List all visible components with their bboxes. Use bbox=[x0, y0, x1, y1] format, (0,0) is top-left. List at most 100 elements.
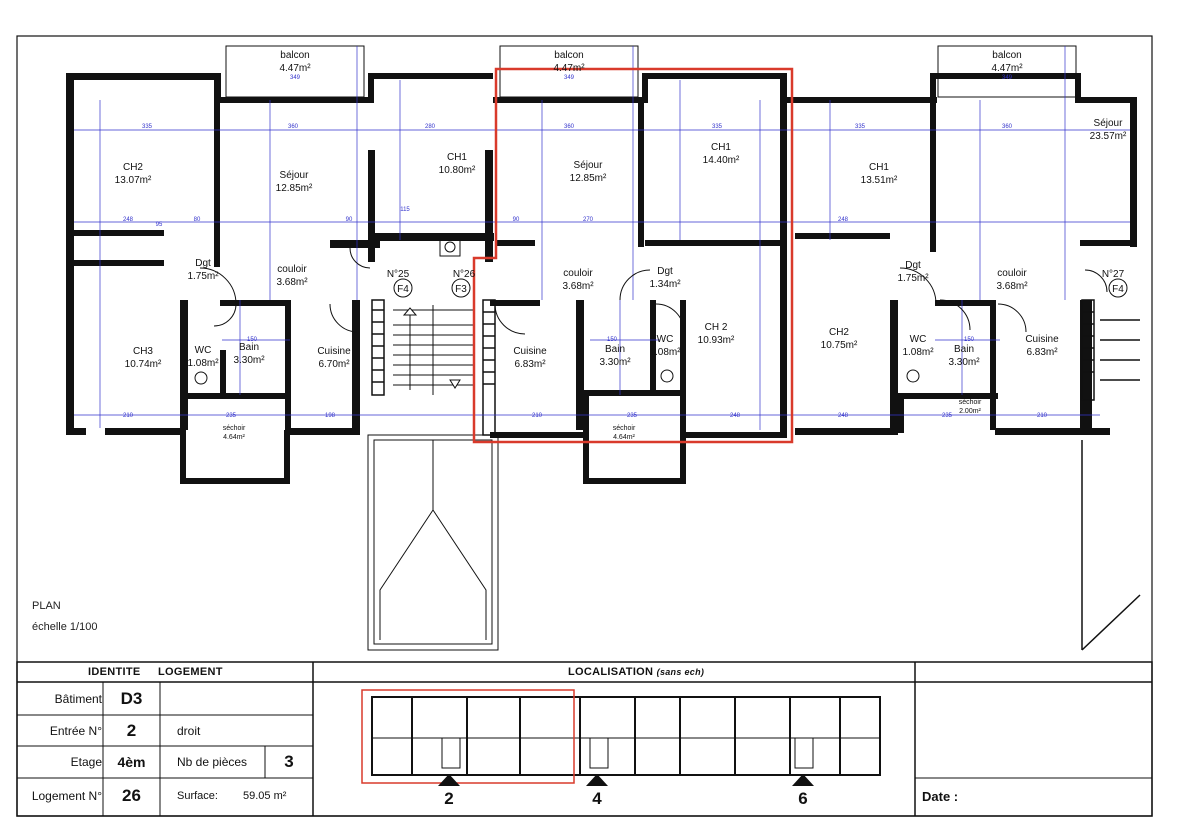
room-area-wc-c: 1.08m² bbox=[902, 347, 934, 358]
pieces-label: Nb de pièces bbox=[177, 755, 248, 769]
room-area-couloir-c: 3.68m² bbox=[996, 281, 1028, 292]
dim-label: 270 bbox=[583, 217, 594, 223]
walls-right bbox=[787, 73, 1137, 435]
plan-title: PLAN bbox=[32, 600, 61, 612]
etage-value: 4èm bbox=[117, 754, 146, 770]
room-name-ch1-a: CH1 bbox=[447, 152, 467, 163]
dim-label: 248 bbox=[123, 217, 134, 223]
room-name-dgt-b: Dgt bbox=[657, 266, 673, 277]
room-name-ch3-a: CH3 bbox=[133, 346, 153, 357]
entree-value: 2 bbox=[126, 720, 137, 740]
stairs-left bbox=[371, 299, 496, 436]
balcony-labels: balcon 4.47m² 349 balcon 4.47m² 349 balc… bbox=[279, 50, 1023, 81]
room-name-ch2-c: CH2 bbox=[829, 327, 849, 338]
dimension-labels: 335 360 280 360 335 335 360 248 95 80 90… bbox=[123, 124, 1048, 419]
room-name-wc-c: WC bbox=[910, 334, 927, 345]
batiment-label: Bâtiment bbox=[54, 692, 102, 706]
room-name-sechoir-b: séchoir bbox=[613, 425, 636, 432]
room-area-couloir-b: 3.68m² bbox=[562, 281, 594, 292]
entree-label: Entrée N° bbox=[49, 723, 102, 738]
room-name-ch2-a: CH2 bbox=[123, 162, 143, 173]
room-name-cuisine-c: Cuisine bbox=[1025, 334, 1059, 345]
room-area-bain-a: 3.30m² bbox=[233, 355, 265, 366]
room-name-ch2-b: CH 2 bbox=[705, 322, 728, 333]
doors bbox=[194, 237, 1108, 385]
dim-label: 360 bbox=[288, 124, 299, 130]
dimension-lines bbox=[74, 46, 1130, 430]
dim-label: 150 bbox=[607, 337, 618, 343]
room-name-ch1-c: CH1 bbox=[869, 162, 889, 173]
room-area-wc-b: 1.08m² bbox=[649, 347, 681, 358]
room-area-wc-a: 1.08m² bbox=[187, 358, 219, 369]
room-area-bain-b: 3.30m² bbox=[599, 357, 631, 368]
walls-middle bbox=[490, 73, 787, 484]
room-name-dgt-a: Dgt bbox=[195, 258, 211, 269]
dim-label: 248 bbox=[838, 217, 849, 223]
room-name-bain-b: Bain bbox=[605, 344, 625, 355]
room-area-couloir-a: 3.68m² bbox=[276, 277, 308, 288]
room-area-balcon-mid: 4.47m² bbox=[553, 63, 585, 74]
room-name-ch1-b: CH1 bbox=[711, 142, 731, 153]
dim-label: 280 bbox=[425, 124, 436, 130]
entrance-2-label: 2 bbox=[444, 789, 454, 808]
dim-label: 210 bbox=[123, 413, 134, 419]
room-name-couloir-b: couloir bbox=[563, 268, 593, 279]
balconies bbox=[225, 45, 1077, 98]
dim-label: 90 bbox=[513, 217, 520, 223]
entrance-6-label: 6 bbox=[798, 789, 808, 808]
dim-label: 335 bbox=[142, 124, 153, 130]
localisation-note: (sans ech) bbox=[656, 667, 705, 677]
dim-label: 248 bbox=[730, 413, 741, 419]
room-area-ch1-c: 13.51m² bbox=[861, 175, 898, 186]
room-name-sejour-d: Séjour bbox=[1094, 118, 1124, 129]
room-area-cuisine-c: 6.83m² bbox=[1026, 347, 1058, 358]
room-name-balcon-right: balcon bbox=[992, 50, 1021, 61]
room-area-balcon-left: 4.47m² bbox=[279, 63, 311, 74]
dim-label: 80 bbox=[194, 217, 201, 223]
apartment-type: F4 bbox=[397, 284, 409, 295]
apartment-type: F3 bbox=[455, 284, 467, 295]
room-name-sechoir-a: séchoir bbox=[223, 425, 246, 432]
central-stair bbox=[393, 305, 475, 395]
dim-label: 360 bbox=[564, 124, 575, 130]
dim-label: 349 bbox=[290, 75, 301, 81]
room-area-cuisine-a: 6.70m² bbox=[318, 359, 350, 370]
highlight-outline bbox=[472, 67, 794, 444]
dim-label: 210 bbox=[532, 413, 543, 419]
room-name-cuisine-a: Cuisine bbox=[317, 346, 351, 357]
logement-value: 26 bbox=[122, 786, 141, 805]
entrance-canopy bbox=[367, 434, 499, 651]
room-area-ch1-a: 10.80m² bbox=[439, 165, 476, 176]
title-block bbox=[16, 661, 1153, 817]
dim-label: 235 bbox=[226, 413, 237, 419]
room-area-dgt-a: 1.75m² bbox=[187, 271, 219, 282]
dim-label: 349 bbox=[564, 75, 575, 81]
dim-label: 248 bbox=[838, 413, 849, 419]
surface-label: Surface: bbox=[177, 790, 218, 802]
logement-header: LOGEMENT bbox=[158, 666, 223, 678]
localisation-map bbox=[371, 696, 881, 776]
room-area-sechoir-a: 4.64m² bbox=[223, 434, 245, 441]
room-name-dgt-c: Dgt bbox=[905, 260, 921, 271]
room-area-sejour-a: 12.85m² bbox=[276, 183, 313, 194]
pieces-value: 3 bbox=[284, 752, 294, 771]
dim-label: 335 bbox=[855, 124, 866, 130]
walls-left bbox=[66, 73, 494, 484]
room-name-balcon-mid: balcon bbox=[554, 50, 583, 61]
room-area-sejour-d: 23.57m² bbox=[1090, 131, 1127, 142]
apartment-number: N°27 bbox=[1102, 269, 1125, 280]
room-area-bain-c: 3.30m² bbox=[948, 357, 980, 368]
dim-label: 335 bbox=[712, 124, 723, 130]
room-name-couloir-c: couloir bbox=[997, 268, 1027, 279]
dim-label: 95 bbox=[156, 222, 163, 228]
plan-scale: échelle 1/100 bbox=[32, 621, 98, 633]
room-area-sechoir-b: 4.64m² bbox=[613, 434, 635, 441]
localisation-title: LOCALISATION bbox=[568, 666, 654, 678]
entrance-markers bbox=[438, 774, 814, 786]
room-name-sejour-b: Séjour bbox=[574, 160, 604, 171]
room-name-cuisine-b: Cuisine bbox=[513, 346, 547, 357]
batiment-value: D3 bbox=[120, 689, 143, 708]
room-name-couloir-a: couloir bbox=[277, 264, 307, 275]
stairs-right bbox=[1081, 299, 1141, 651]
room-area-dgt-c: 1.75m² bbox=[897, 273, 929, 284]
